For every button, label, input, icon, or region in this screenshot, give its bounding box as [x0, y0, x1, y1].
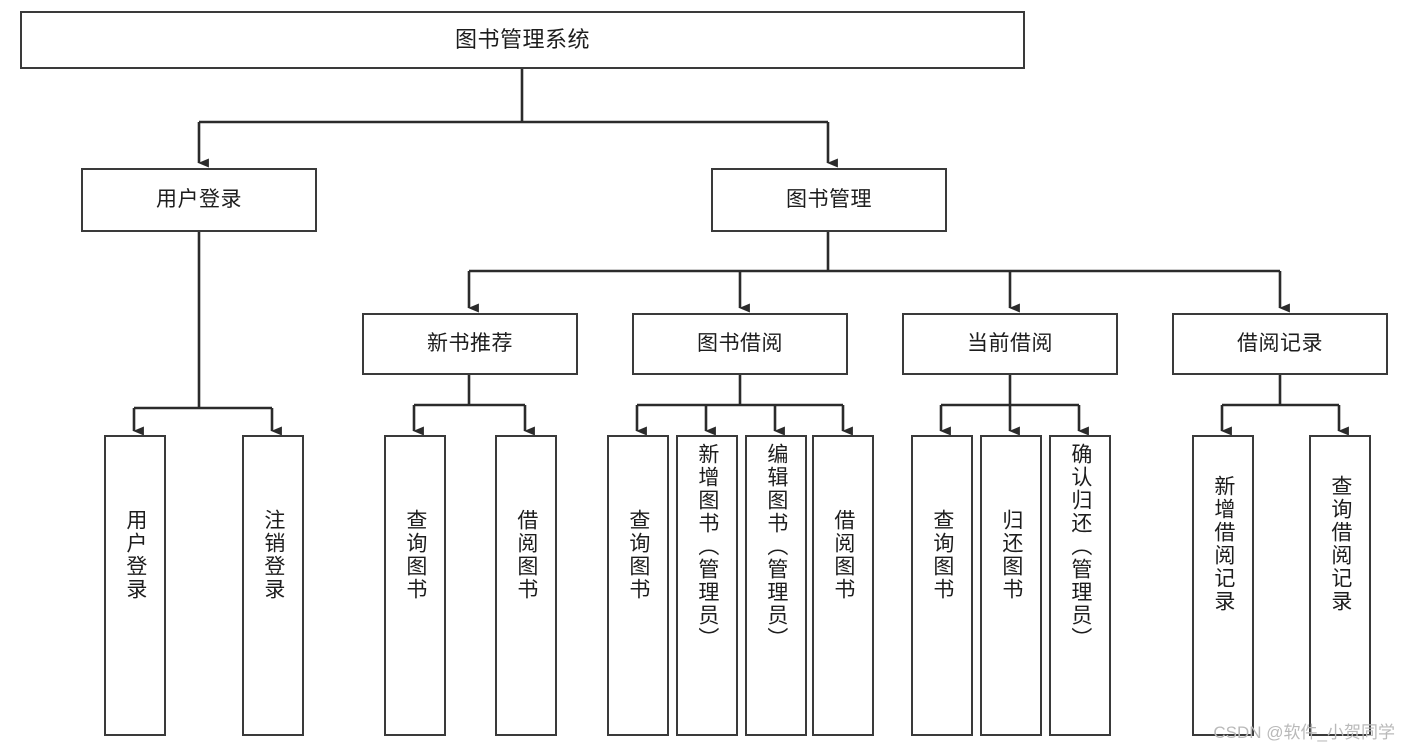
node-label: 查询借阅记录	[1328, 475, 1352, 613]
node-new-book-recommendation[interactable]: 新书推荐	[362, 313, 578, 375]
node-label: 查询图书	[626, 509, 650, 601]
node-label: 用户登录	[156, 187, 242, 211]
leaf-current-confirm-return-admin[interactable]: 确认归还（管理员）	[1049, 435, 1111, 736]
leaf-records-add-record[interactable]: 新增借阅记录	[1192, 435, 1254, 736]
leaf-new-books-query-book[interactable]: 查询图书	[384, 435, 446, 736]
node-root-book-management-system[interactable]: 图书管理系统	[20, 11, 1025, 69]
node-user-login[interactable]: 用户登录	[81, 168, 317, 232]
node-borrowing-records[interactable]: 借阅记录	[1172, 313, 1388, 375]
node-label: 图书借阅	[697, 331, 783, 355]
leaf-borrow-add-book-admin[interactable]: 新增图书（管理员）	[676, 435, 738, 736]
leaf-user-login-signin[interactable]: 用户登录	[104, 435, 166, 736]
node-label: 用户登录	[123, 509, 147, 601]
node-label: 图书管理	[786, 187, 872, 211]
node-label: 归还图书	[999, 509, 1023, 601]
leaf-borrow-borrow-book[interactable]: 借阅图书	[812, 435, 874, 736]
leaf-current-query-book[interactable]: 查询图书	[911, 435, 973, 736]
leaf-records-query-record[interactable]: 查询借阅记录	[1309, 435, 1371, 736]
node-label: 查询图书	[930, 509, 954, 601]
node-label: 新增借阅记录	[1211, 475, 1235, 613]
node-label: 新书推荐	[427, 331, 513, 355]
node-label: 查询图书	[403, 509, 427, 601]
node-label: 借阅记录	[1237, 331, 1323, 355]
leaf-current-return-book[interactable]: 归还图书	[980, 435, 1042, 736]
node-label: 图书管理系统	[454, 27, 590, 53]
node-book-management[interactable]: 图书管理	[711, 168, 947, 232]
leaf-user-login-signout[interactable]: 注销登录	[242, 435, 304, 736]
node-current-borrowing[interactable]: 当前借阅	[902, 313, 1118, 375]
node-book-borrowing[interactable]: 图书借阅	[632, 313, 848, 375]
node-label: 新增图书（管理员）	[695, 443, 719, 650]
leaf-new-books-borrow-book[interactable]: 借阅图书	[495, 435, 557, 736]
node-label: 确认归还（管理员）	[1068, 443, 1092, 650]
leaf-borrow-edit-book-admin[interactable]: 编辑图书（管理员）	[745, 435, 807, 736]
node-label: 借阅图书	[514, 509, 538, 601]
csdn-watermark: CSDN @软件_小贺同学	[1213, 723, 1395, 742]
node-label: 编辑图书（管理员）	[764, 443, 788, 650]
node-label: 当前借阅	[967, 331, 1053, 355]
node-label: 借阅图书	[831, 509, 855, 601]
node-label: 注销登录	[261, 509, 285, 601]
leaf-borrow-query-book[interactable]: 查询图书	[607, 435, 669, 736]
